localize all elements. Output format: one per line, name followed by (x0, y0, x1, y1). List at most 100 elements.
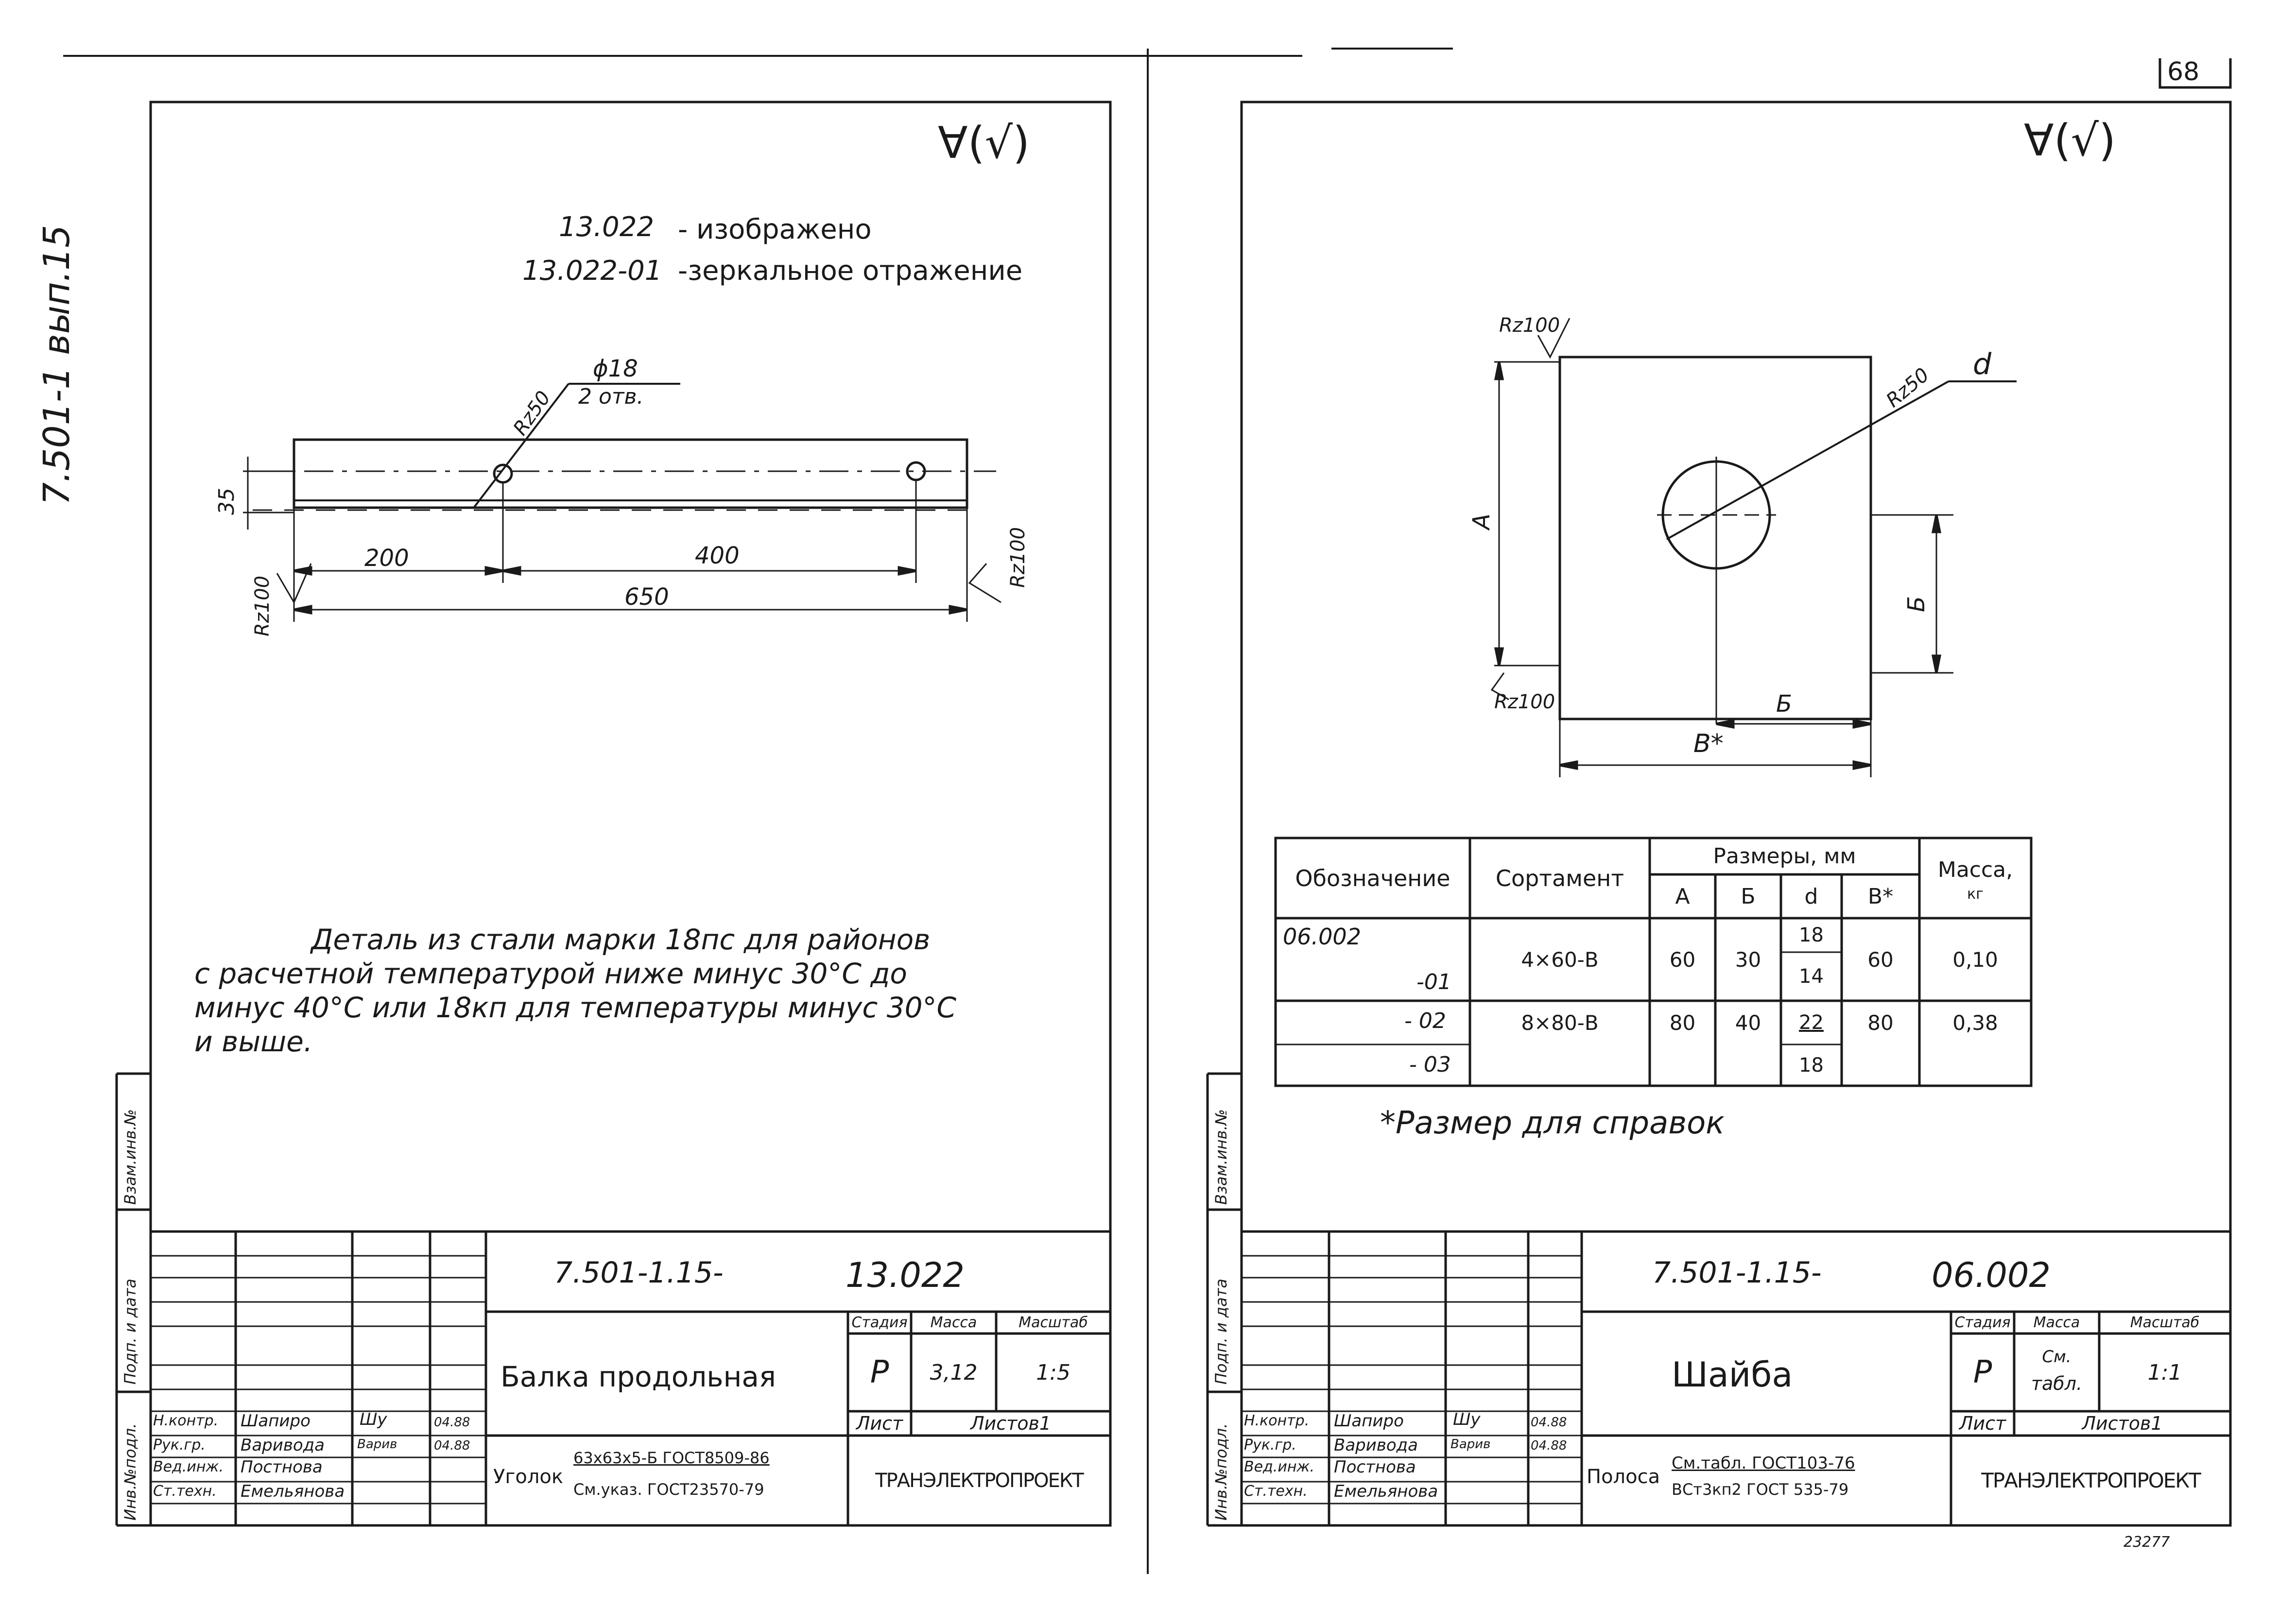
right-scale: 1:1 (2147, 1360, 2182, 1385)
left-role-3: Вед.инж. (153, 1458, 224, 1475)
row3-designation: - 02 (1404, 1009, 1446, 1033)
row1-a: 60 (1669, 947, 1696, 972)
material-note-line-4: и выше. (194, 1025, 313, 1058)
th-assortment: Сортамент (1495, 865, 1624, 891)
dim-400: 400 (695, 542, 740, 569)
right-doc-code: 7.501-1.15- (1652, 1256, 1822, 1290)
rz-left-edge: Rz100 (251, 575, 274, 636)
right-scale-label: Масштаб (2130, 1314, 2200, 1331)
th-v: В* (1867, 884, 1894, 909)
side-stamp-sign-left: Подп. и дата (121, 1279, 139, 1385)
right-material-top: См.табл. ГОСТ103-76 (1672, 1454, 1855, 1473)
left-sheet-frame (149, 101, 1112, 1527)
dim-650: 650 (624, 583, 669, 611)
left-doc-code: 7.501-1.15- (554, 1256, 724, 1290)
right-mass-label: Масса (2033, 1314, 2080, 1331)
series-code: 7.501-1 вып.15 (36, 224, 78, 505)
roughness-symbol-right: ∀(√) (2024, 115, 2116, 166)
row3-v: 80 (1867, 1010, 1894, 1035)
roughness-symbol-left: ∀(√) (938, 118, 1030, 169)
rz-bottom-right: Rz100 (1494, 691, 1555, 713)
right-person-3: Постнова (1334, 1457, 1416, 1477)
dim-b-horizontal-label: Б (1776, 690, 1792, 718)
left-date-1: 04.88 (434, 1415, 470, 1430)
beam-drawing (243, 383, 1001, 622)
side-stamp-swap-left: Взам.инв.№ (121, 1109, 139, 1205)
right-sign-1: Шу (1453, 1410, 1481, 1429)
right-part-name: Шайба (1672, 1355, 1793, 1395)
material-note-line-2: с расчетной температурой ниже минус 30°С… (194, 957, 907, 990)
row1-assortment: 4×60-В (1521, 947, 1599, 972)
left-person-4: Емельянова (241, 1482, 345, 1501)
side-stamp-inv-left: Инв.№подл. (121, 1423, 139, 1521)
side-stamp-sign-right: Подп. и дата (1212, 1279, 1230, 1385)
right-material-bottom: ВСт3кп2 ГОСТ 535-79 (1672, 1480, 1849, 1499)
right-person-2: Варивода (1334, 1436, 1418, 1455)
left-org: ТРАНЭЛЕКТРОПРОЕКТ (875, 1469, 1084, 1492)
dim-v-label: В* (1693, 729, 1724, 758)
row4-designation: - 03 (1409, 1052, 1451, 1077)
th-mass-unit: кг (1967, 885, 1984, 903)
right-material-prefix: Полоса (1587, 1466, 1660, 1488)
row1-designation: 06.002 (1283, 924, 1361, 950)
material-note-line-3: минус 40°С или 18кп для температуры мину… (194, 991, 957, 1024)
left-scale: 1:5 (1036, 1360, 1070, 1385)
left-sign-1: Шу (360, 1410, 387, 1429)
variant-code-2: 13.022-01 (522, 255, 662, 287)
dim-b-vertical-label: Б (1903, 596, 1930, 612)
right-sheet-frame (1240, 101, 2232, 1527)
th-b: Б (1741, 884, 1756, 909)
right-org: ТРАНЭЛЕКТРОПРОЕКТ (1981, 1469, 2201, 1492)
right-sign-2: Варив (1450, 1437, 1491, 1452)
row3-assortment: 8×80-В (1521, 1010, 1599, 1035)
left-part-name: Балка продольная (501, 1360, 776, 1393)
left-person-2: Варивода (241, 1436, 325, 1455)
left-role-1: Н.контр. (153, 1412, 219, 1429)
left-sheet-label: Лист (856, 1413, 903, 1434)
dim-height: 35 (214, 488, 239, 515)
row2-designation: -01 (1416, 970, 1451, 994)
left-role-4: Ст.техн. (153, 1483, 217, 1500)
dim-200: 200 (364, 545, 409, 572)
dimensions-table-lines (1274, 837, 2033, 1087)
right-role-2: Рук.гр. (1244, 1437, 1296, 1454)
row1-v: 60 (1867, 947, 1894, 972)
right-stage: Р (1973, 1354, 1992, 1390)
left-sheets-label: Листов1 (970, 1413, 1052, 1434)
right-sheets-label: Листов1 (2082, 1413, 2163, 1434)
left-material-prefix: Уголок (493, 1466, 564, 1488)
row1-mass: 0,10 (1952, 947, 1998, 972)
left-material-bottom: См.указ. ГОСТ23570-79 (573, 1480, 764, 1499)
dim-d-label: d (1973, 347, 1992, 381)
rz-top-right: Rz100 (1499, 314, 1560, 337)
right-sheet-label: Лист (1959, 1413, 2006, 1434)
hole-count-label: 2 отв. (578, 384, 644, 409)
right-role-4: Ст.техн. (1244, 1483, 1308, 1500)
reference-note: *Размер для справок (1380, 1105, 1725, 1141)
right-mass-bottom: табл. (2031, 1372, 2083, 1394)
variant-desc-1: - изображено (678, 214, 872, 245)
th-mass: Масса, (1937, 857, 2013, 882)
left-role-2: Рук.гр. (153, 1437, 206, 1454)
material-note-line-1: Деталь из стали марки 18пс для районов (311, 923, 931, 956)
left-date-2: 04.88 (434, 1438, 470, 1453)
right-person-4: Емельянова (1334, 1482, 1438, 1501)
th-dims-group: Размеры, мм (1713, 844, 1856, 869)
th-designation: Обозначение (1295, 865, 1450, 891)
right-doc-number: 06.002 (1932, 1255, 2051, 1295)
right-mass-top: См. (2042, 1347, 2072, 1367)
left-person-3: Постнова (241, 1457, 323, 1477)
th-d: d (1804, 884, 1818, 909)
rz-right-edge: Rz100 (1007, 527, 1029, 588)
row3-d: 22 (1799, 1011, 1824, 1034)
right-role-1: Н.контр. (1244, 1412, 1310, 1429)
variant-desc-2: -зеркальное отражение (678, 255, 1023, 287)
left-stage-label: Стадия (851, 1314, 908, 1331)
right-date-2: 04.88 (1531, 1438, 1567, 1453)
left-stage: Р (870, 1354, 889, 1390)
right-person-1: Шапиро (1334, 1411, 1404, 1431)
left-scale-label: Масштаб (1019, 1314, 1088, 1331)
row1-d: 18 (1799, 924, 1824, 946)
dim-a-label: А (1468, 513, 1495, 530)
